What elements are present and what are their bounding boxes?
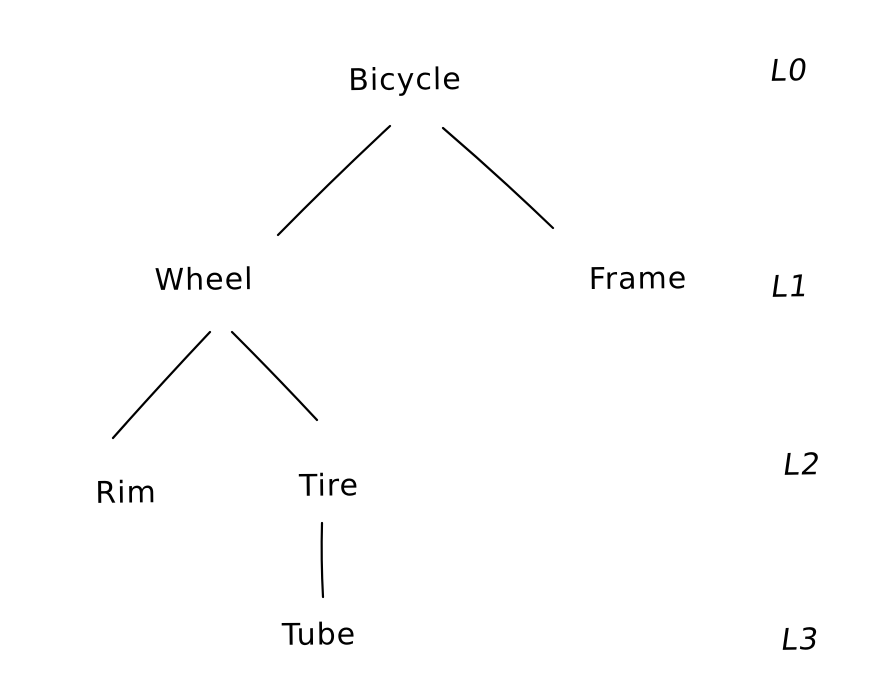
node-wheel: Wheel (154, 261, 254, 299)
node-tire: Tire (298, 468, 360, 504)
level-label-l2: L2 (780, 447, 824, 483)
level-label-l0: L0 (767, 53, 811, 89)
node-tube: Tube (281, 617, 357, 653)
edge-tire-tube (320, 521, 325, 599)
node-rim: Rim (95, 475, 157, 511)
edge-wheel-rim (111, 330, 212, 440)
level-label-l1: L1 (768, 269, 812, 305)
edge-bicycle-frame (441, 126, 555, 230)
level-label-l3: L3 (778, 622, 822, 658)
edge-bicycle-wheel (276, 124, 392, 237)
edge-wheel-tire (230, 330, 319, 422)
node-frame: Frame (588, 260, 688, 298)
node-bicycle: Bicycle (348, 61, 462, 99)
